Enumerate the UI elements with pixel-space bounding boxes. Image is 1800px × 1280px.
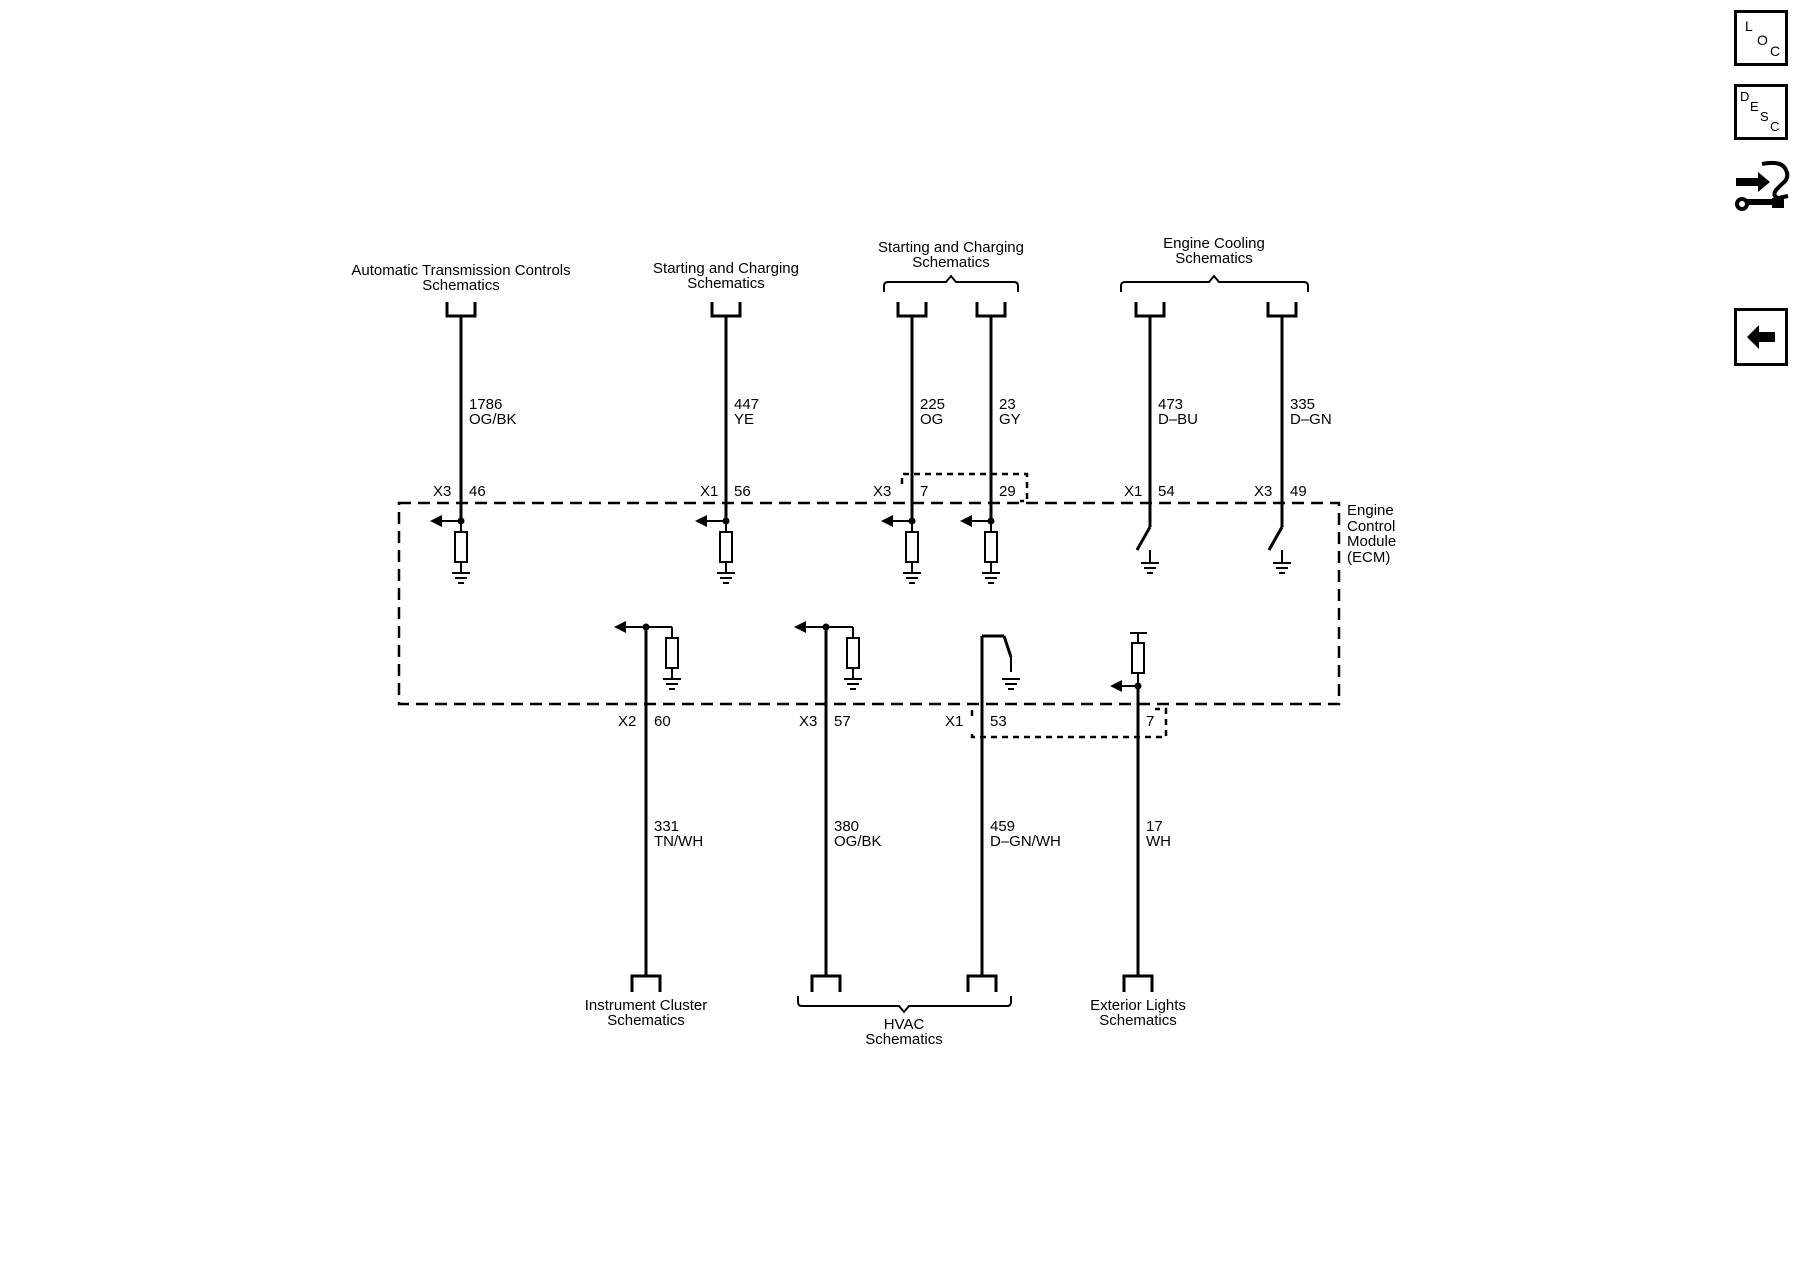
svg-text:Schematics: Schematics xyxy=(1099,1012,1177,1029)
dest-engine-cooling-group: Engine Cooling Schematics xyxy=(1120,235,1309,292)
loc-icon: L O C xyxy=(1745,18,1780,59)
svg-text:TN/WH: TN/WH xyxy=(654,833,703,850)
svg-text:GY: GY xyxy=(999,411,1021,428)
svg-text:WH: WH xyxy=(1146,833,1171,850)
circuit-23: 23 GY 29 xyxy=(960,300,1021,584)
diagnostic-tools-icon xyxy=(1735,160,1790,211)
desc-button[interactable]: D E S C xyxy=(1734,84,1788,140)
svg-text:X3: X3 xyxy=(433,483,451,500)
svg-text:Schematics: Schematics xyxy=(912,254,990,271)
circuit-335: 335 D–GN X3 49 xyxy=(1254,300,1332,574)
svg-text:L: L xyxy=(1745,18,1753,34)
circuit-225: 225 OG X3 7 xyxy=(873,300,945,584)
svg-text:473: 473 xyxy=(1158,396,1183,413)
svg-text:Schematics: Schematics xyxy=(607,1012,685,1029)
svg-text:X3: X3 xyxy=(799,713,817,730)
svg-text:OG: OG xyxy=(920,411,943,428)
svg-text:331: 331 xyxy=(654,818,679,835)
svg-text:D–GN/WH: D–GN/WH xyxy=(990,833,1061,850)
circuit-380: X3 57 380 OG/BK xyxy=(794,621,882,994)
svg-text:49: 49 xyxy=(1290,483,1307,500)
svg-text:459: 459 xyxy=(990,818,1015,835)
svg-text:335: 335 xyxy=(1290,396,1315,413)
svg-text:29: 29 xyxy=(999,483,1016,500)
svg-text:X3: X3 xyxy=(873,483,891,500)
svg-text:Starting and Charging: Starting and Charging xyxy=(653,260,799,277)
svg-text:7: 7 xyxy=(920,483,928,500)
svg-text:17: 17 xyxy=(1146,818,1163,835)
svg-text:OG/BK: OG/BK xyxy=(834,833,882,850)
svg-text:225: 225 xyxy=(920,396,945,413)
svg-text:X1: X1 xyxy=(945,713,963,730)
svg-text:23: 23 xyxy=(999,396,1016,413)
back-arrow-icon xyxy=(1747,325,1775,349)
svg-text:X1: X1 xyxy=(1124,483,1142,500)
svg-text:D: D xyxy=(1740,89,1749,104)
circuit-1786: Automatic Transmission Controls Schemati… xyxy=(351,262,571,584)
circuit-459: X1 53 459 D–GN/WH xyxy=(945,634,1061,994)
svg-text:447: 447 xyxy=(734,396,759,413)
connector-outline-x3 xyxy=(900,472,1029,503)
circuit-473: 473 D–BU X1 54 xyxy=(1124,300,1198,574)
ecm-module-label: Engine Control Module (ECM) xyxy=(1347,502,1396,566)
svg-text:Schematics: Schematics xyxy=(687,275,765,292)
svg-text:C: C xyxy=(1770,119,1779,134)
svg-text:Schematics: Schematics xyxy=(1175,250,1253,267)
svg-text:Engine Cooling: Engine Cooling xyxy=(1163,235,1265,252)
svg-text:D–BU: D–BU xyxy=(1158,411,1198,428)
svg-text:57: 57 xyxy=(834,713,851,730)
svg-text:1786: 1786 xyxy=(469,396,502,413)
svg-text:O: O xyxy=(1757,32,1768,48)
circuit-17: 7 17 WH Exterior Lights Schematics xyxy=(1090,632,1186,1029)
desc-icon: D E S C xyxy=(1740,89,1779,134)
svg-text:D–GN: D–GN xyxy=(1290,411,1332,428)
svg-text:60: 60 xyxy=(654,713,671,730)
svg-text:(ECM): (ECM) xyxy=(1347,549,1390,566)
svg-text:Instrument Cluster: Instrument Cluster xyxy=(585,997,708,1014)
svg-text:X3: X3 xyxy=(1254,483,1272,500)
svg-text:Starting and Charging: Starting and Charging xyxy=(878,239,1024,256)
loc-button[interactable]: L O C xyxy=(1734,10,1788,66)
svg-text:56: 56 xyxy=(734,483,751,500)
connector-outline-x1 xyxy=(970,707,1168,739)
svg-text:7: 7 xyxy=(1146,713,1154,730)
svg-text:X1: X1 xyxy=(700,483,718,500)
back-button[interactable] xyxy=(1734,308,1788,366)
ecm-module-outline xyxy=(397,501,1341,706)
svg-text:C: C xyxy=(1770,43,1780,59)
svg-text:HVAC: HVAC xyxy=(884,1016,925,1033)
svg-text:380: 380 xyxy=(834,818,859,835)
dest-hvac-group: HVAC Schematics xyxy=(797,996,1012,1048)
svg-text:S: S xyxy=(1760,109,1769,124)
svg-text:Schematics: Schematics xyxy=(865,1031,943,1048)
svg-text:Exterior Lights: Exterior Lights xyxy=(1090,997,1186,1014)
circuit-331: X2 60 331 TN/WH Instrument Cluster Schem… xyxy=(585,621,708,1029)
svg-text:Control: Control xyxy=(1347,518,1395,535)
svg-text:53: 53 xyxy=(990,713,1007,730)
svg-text:Engine: Engine xyxy=(1347,502,1394,519)
dest-trans-label-1: Automatic Transmission Controls xyxy=(351,262,570,279)
dest-trans-label-2: Schematics xyxy=(422,277,500,294)
svg-text:E: E xyxy=(1750,99,1759,114)
diagnostic-tools-button[interactable] xyxy=(1732,152,1794,222)
dest-starting-charging-group: Starting and Charging Schematics xyxy=(878,239,1024,292)
circuit-447: Starting and Charging Schematics 447 YE … xyxy=(653,260,799,584)
svg-text:54: 54 xyxy=(1158,483,1175,500)
svg-text:YE: YE xyxy=(734,411,754,428)
svg-text:Module: Module xyxy=(1347,533,1396,550)
svg-text:OG/BK: OG/BK xyxy=(469,411,517,428)
svg-text:X2: X2 xyxy=(618,713,636,730)
svg-text:46: 46 xyxy=(469,483,486,500)
